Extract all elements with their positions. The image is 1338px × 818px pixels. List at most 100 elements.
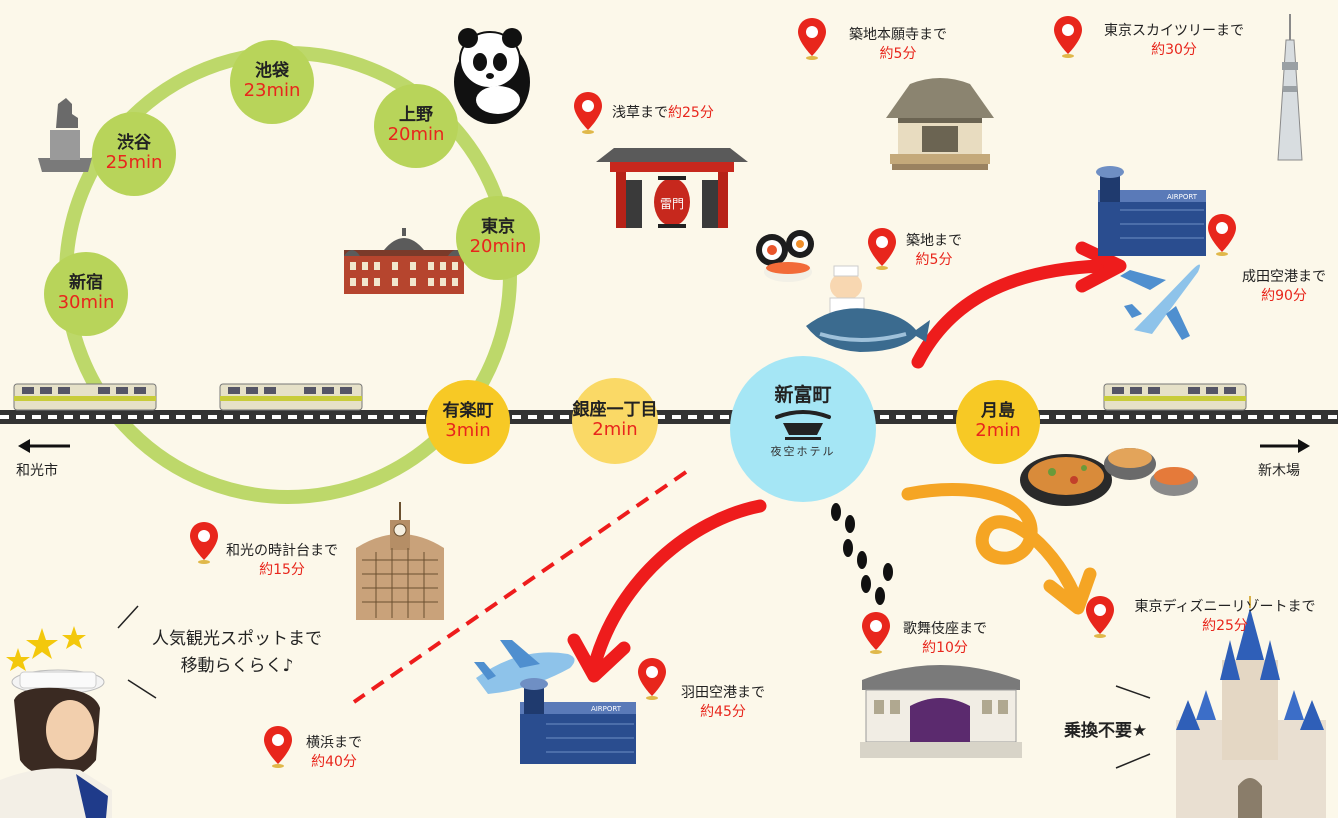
location-pin-icon xyxy=(862,612,890,654)
no-transfer-label: 乗換不要★ xyxy=(1064,721,1148,741)
station-name: 銀座一丁目 xyxy=(572,399,658,420)
spot-time: 約5分 xyxy=(879,45,917,62)
station-shinjuku: 新宿 30min xyxy=(44,252,128,336)
emphasis-lines xyxy=(117,605,1151,769)
arrow-right-icon xyxy=(1260,439,1310,453)
station-name: 渋谷 xyxy=(117,132,151,153)
gate-sign-text: 雷門 xyxy=(660,197,684,211)
station-time: 30min xyxy=(57,292,115,314)
railway-track xyxy=(0,410,1338,424)
spot-time: 約40分 xyxy=(311,753,357,770)
haneda-airport-building-icon xyxy=(520,678,636,764)
spot-time: 約10分 xyxy=(922,639,968,656)
spot-time: 約15分 xyxy=(259,561,305,578)
arrow-left-icon xyxy=(18,439,70,453)
location-pin-icon xyxy=(798,18,826,60)
monjayaki-icon xyxy=(1020,448,1198,506)
narita-airport-building-icon xyxy=(1096,166,1206,256)
spot-wako-clock-tower: 和光の時計台まで 約15分 xyxy=(214,542,350,580)
station-ginza-itchome: 銀座一丁目 2min xyxy=(572,378,658,464)
arrow-to-disney xyxy=(901,483,1097,615)
station-shintomicho-hub: 新富町 夜空ホテル xyxy=(730,356,876,502)
location-pin-icon xyxy=(264,726,292,768)
station-tsukishima: 月島 2min xyxy=(956,380,1040,464)
station-time: 2min xyxy=(592,419,638,441)
sushi-icon xyxy=(756,230,814,282)
kabukiza-theater-icon xyxy=(860,665,1022,758)
location-pin-icon xyxy=(1086,596,1114,638)
airplane-icon xyxy=(474,640,575,694)
tagline: 人気観光スポットまで 移動らくらく♪ xyxy=(132,626,342,680)
location-pin-icon xyxy=(868,228,896,270)
footprints-icon xyxy=(831,503,893,605)
station-time: 20min xyxy=(469,236,527,258)
spot-name: 東京ディズニーリゾートまで xyxy=(1134,599,1316,615)
spot-asakusa: 浅草まで約25分 xyxy=(612,104,714,123)
spot-name: 歌舞伎座まで xyxy=(903,621,987,637)
spot-time: 約30分 xyxy=(1151,41,1197,58)
spot-time: 約25分 xyxy=(668,105,714,121)
tagline-line-2: 移動らくらく♪ xyxy=(180,656,294,677)
station-tokyo: 東京 20min xyxy=(456,196,540,280)
tagline-line-1: 人気観光スポットまで xyxy=(152,629,322,649)
station-time: 2min xyxy=(975,420,1021,442)
station-name: 池袋 xyxy=(255,60,289,81)
wako-clock-tower-icon xyxy=(356,502,444,620)
spot-name: 成田空港まで xyxy=(1242,269,1326,285)
spot-tsukiji-hongwanji: 築地本願寺まで 約5分 xyxy=(836,26,960,64)
hachiko-statue-icon xyxy=(38,98,92,172)
airplane-icon xyxy=(1120,264,1200,340)
station-name: 上野 xyxy=(399,104,433,125)
location-pin-icon xyxy=(574,92,602,134)
location-pin-icon xyxy=(1054,16,1082,58)
stars-icon xyxy=(6,626,86,671)
arrow-to-narita xyxy=(911,241,1127,369)
tsukiji-hongwanji-temple-icon xyxy=(886,78,994,170)
station-shibuya: 渋谷 25min xyxy=(92,112,176,196)
tuna-fish-icon xyxy=(806,308,930,352)
spot-tsukiji: 築地まで 約5分 xyxy=(894,232,974,270)
spot-name: 東京スカイツリーまで xyxy=(1104,23,1244,39)
spot-time: 約5分 xyxy=(915,251,953,268)
spot-skytree: 東京スカイツリーまで 約30分 xyxy=(1090,22,1258,60)
spot-yokohama: 横浜まで 約40分 xyxy=(294,734,374,772)
spot-name: 横浜まで xyxy=(306,735,362,751)
kaminarimon-gate-icon xyxy=(596,148,748,228)
tokyo-station-building-icon xyxy=(344,228,464,294)
spot-narita: 成田空港まで 約90分 xyxy=(1230,268,1338,306)
station-name: 有楽町 xyxy=(442,400,494,421)
station-time: 23min xyxy=(243,80,301,102)
spot-time: 約25分 xyxy=(1202,617,1248,634)
panda-icon xyxy=(454,28,530,124)
airport-sign-text: AIRPORT xyxy=(1167,193,1198,201)
spot-name: 築地まで xyxy=(906,233,962,249)
spot-haneda: 羽田空港まで 約45分 xyxy=(668,684,778,722)
direction-west-label: 和光市 xyxy=(16,463,58,479)
hotel-staff-illustration xyxy=(0,669,112,818)
spot-time: 約90分 xyxy=(1261,287,1307,304)
spot-name: 築地本願寺まで xyxy=(849,27,947,43)
station-name: 月島 xyxy=(981,400,1015,421)
station-name: 東京 xyxy=(481,216,515,237)
train-icon xyxy=(219,383,363,411)
location-pin-icon xyxy=(190,522,218,564)
train-icon xyxy=(13,383,157,411)
hub-name: 新富町 xyxy=(774,384,832,406)
hotel-logo-icon xyxy=(775,410,831,440)
arrow-to-haneda xyxy=(567,499,767,683)
station-ikebukuro: 池袋 23min xyxy=(230,40,314,124)
direction-east-label: 新木場 xyxy=(1258,463,1300,479)
station-name: 新宿 xyxy=(69,272,103,293)
location-pin-icon xyxy=(638,658,666,700)
station-time: 25min xyxy=(105,152,163,174)
castle-icon xyxy=(1176,596,1326,818)
spot-kabukiza: 歌舞伎座まで 約10分 xyxy=(890,620,1000,658)
station-ueno: 上野 20min xyxy=(374,84,458,168)
spot-tokyo-disney-resort: 東京ディズニーリゾートまで 約25分 xyxy=(1112,598,1338,636)
spot-name: 和光の時計台まで xyxy=(226,543,338,559)
train-icon xyxy=(1103,383,1247,411)
location-pin-icon xyxy=(1208,214,1236,256)
spot-name: 羽田空港まで xyxy=(681,685,765,701)
